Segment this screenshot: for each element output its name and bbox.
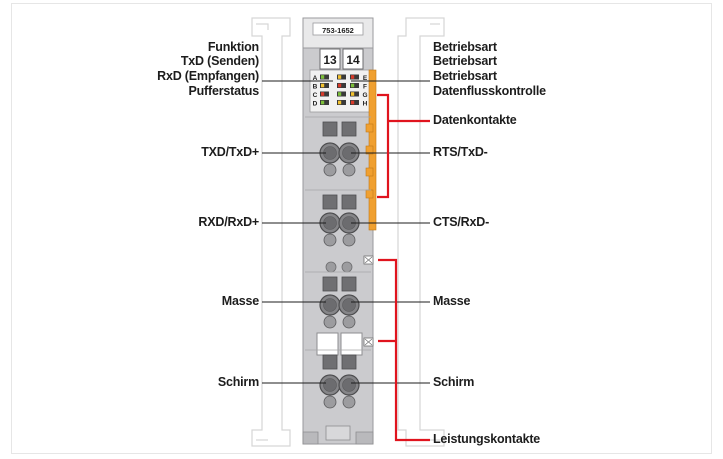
part-number: 753-1652 bbox=[322, 26, 354, 35]
led-light bbox=[351, 92, 355, 96]
led-light bbox=[321, 83, 325, 88]
test-hole bbox=[342, 315, 356, 329]
label-cts-rxd-minus: CTS/RxD- bbox=[433, 215, 490, 229]
label-rxd-empfangen: RxD (Empfangen) bbox=[157, 69, 259, 83]
led-letter-right: E bbox=[363, 75, 368, 82]
led-letter-right: F bbox=[363, 84, 367, 91]
clamp-release-button bbox=[341, 276, 357, 292]
test-hole bbox=[323, 233, 337, 247]
led-letter-left: A bbox=[313, 75, 318, 82]
led-light bbox=[321, 75, 325, 79]
test-hole bbox=[323, 395, 337, 409]
clamp-release-button bbox=[322, 276, 338, 292]
led-letter-right: G bbox=[362, 92, 367, 99]
led-mid bbox=[337, 83, 346, 88]
label-betriebsart-1: Betriebsart bbox=[433, 40, 497, 54]
led-right bbox=[350, 91, 359, 97]
led-light bbox=[321, 92, 325, 96]
led-letter-left: B bbox=[313, 84, 318, 91]
label-datenkontakte: Datenkontakte bbox=[433, 113, 517, 127]
label-rxd-rxd-plus: RXD/RxD+ bbox=[198, 215, 259, 229]
led-left bbox=[320, 91, 329, 97]
label-datenflusskontrolle: Datenflusskontrolle bbox=[433, 84, 546, 98]
label-txd-txd-plus: TXD/TxD+ bbox=[201, 145, 259, 159]
led-light bbox=[338, 100, 342, 105]
clamp-release-button bbox=[341, 121, 357, 137]
led-mid bbox=[337, 91, 346, 97]
led-mid bbox=[337, 74, 346, 80]
label-betriebsart-3: Betriebsart bbox=[433, 69, 497, 83]
label-leistungskontakte: Leistungskontakte bbox=[433, 432, 541, 446]
led-right bbox=[350, 100, 359, 105]
part-number-plate bbox=[312, 22, 364, 36]
label-schirm-right: Schirm bbox=[433, 375, 475, 389]
red-brackets bbox=[377, 93, 430, 442]
led-light bbox=[338, 83, 342, 88]
led-letter-left: C bbox=[313, 92, 318, 99]
led-light bbox=[351, 83, 355, 88]
label-funktion: Funktion bbox=[207, 40, 259, 54]
label-masse-right: Masse bbox=[433, 294, 471, 308]
clamp-release-button bbox=[322, 121, 338, 137]
led-letter-right: H bbox=[363, 101, 368, 108]
led-left bbox=[320, 74, 329, 80]
led-letter-left: D bbox=[313, 101, 318, 108]
clamp-release-button bbox=[322, 194, 338, 210]
led-right bbox=[350, 83, 359, 88]
led-left bbox=[320, 100, 329, 105]
marker-14 bbox=[342, 48, 364, 70]
test-hole bbox=[323, 315, 337, 329]
clamp-release-button bbox=[322, 354, 338, 370]
test-hole bbox=[323, 163, 337, 177]
test-hole bbox=[342, 163, 356, 177]
clamp-release-button bbox=[341, 354, 357, 370]
label-rts-txd-minus: RTS/TxD- bbox=[433, 145, 488, 159]
marker-13-label: 13 bbox=[323, 53, 337, 67]
marker-14-label: 14 bbox=[346, 53, 360, 67]
led-right bbox=[350, 74, 359, 80]
test-hole bbox=[342, 395, 356, 409]
label-masse-left: Masse bbox=[221, 294, 259, 308]
marker-13 bbox=[319, 48, 341, 70]
leader-lines bbox=[262, 80, 430, 384]
ghost-neighbor-modules bbox=[251, 17, 445, 447]
led-left bbox=[320, 83, 329, 88]
led-light bbox=[351, 100, 355, 105]
io-module: A E B F C G D H bbox=[302, 17, 377, 445]
label-schirm-left: Schirm bbox=[217, 375, 259, 389]
clamp-release-button bbox=[341, 194, 357, 210]
led-light bbox=[321, 100, 325, 105]
led-mid bbox=[337, 100, 346, 105]
led-light bbox=[338, 75, 342, 79]
test-hole bbox=[342, 233, 356, 247]
label-pufferstatus: Pufferstatus bbox=[188, 84, 259, 98]
label-betriebsart-2: Betriebsart bbox=[433, 54, 497, 68]
label-txd-senden: TxD (Senden) bbox=[180, 54, 259, 68]
led-light bbox=[351, 75, 355, 79]
led-light bbox=[338, 92, 342, 96]
